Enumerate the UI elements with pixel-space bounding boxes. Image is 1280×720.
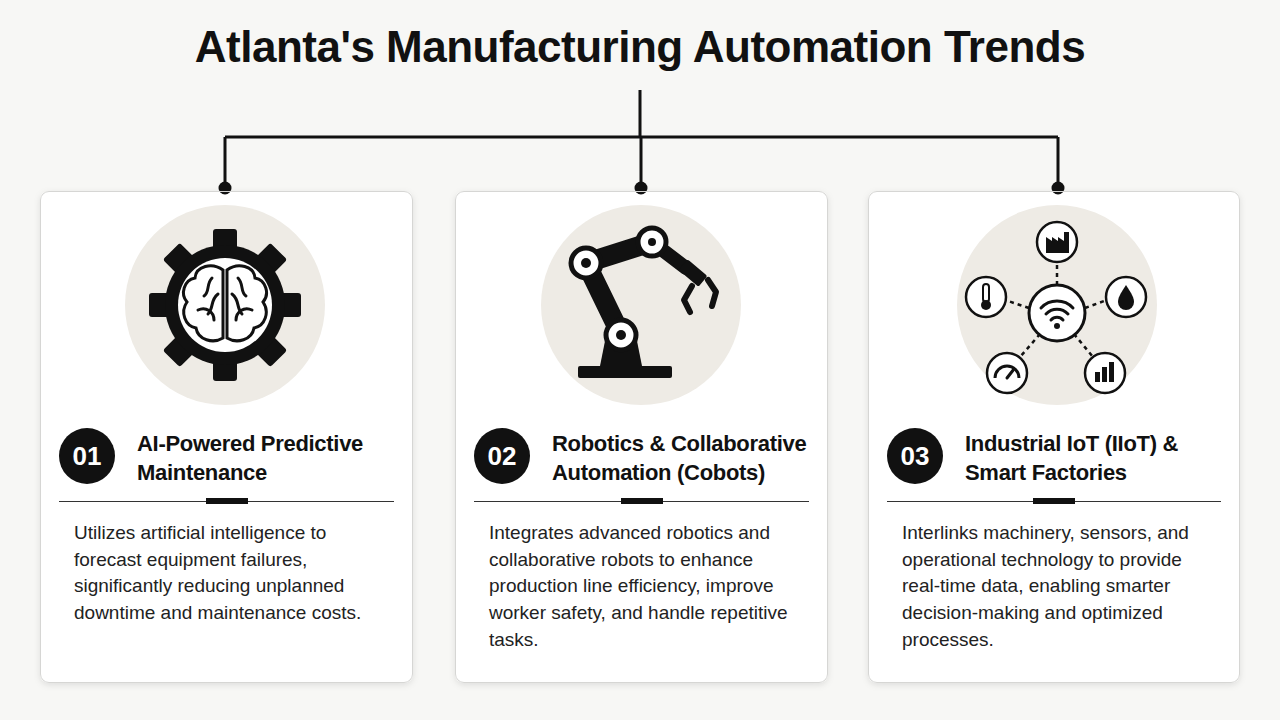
- card-heading: Industrial IoT (IIoT) & Smart Factories: [965, 430, 1227, 487]
- number-badge: 03: [887, 428, 943, 484]
- card-heading: Robotics & Collaborative Automation (Cob…: [552, 430, 815, 487]
- trend-card: Robotics & Collaborative Automation (Cob…: [455, 191, 828, 683]
- divider-bar: [1033, 498, 1075, 504]
- divider-line: [59, 501, 394, 502]
- diagram-title: Atlanta's Manufacturing Automation Trend…: [0, 22, 1280, 72]
- number-badge: 01: [59, 428, 115, 484]
- card-description: Utilizes artificial intelligence to fore…: [74, 520, 396, 626]
- gear-brain-icon: [125, 205, 325, 405]
- divider-line: [474, 501, 809, 502]
- callout-number: 03: [901, 441, 930, 472]
- callout-number: 02: [488, 441, 517, 472]
- card-heading: AI-Powered Predictive Maintenance: [137, 430, 400, 487]
- trend-card: Industrial IoT (IIoT) & Smart FactoriesI…: [868, 191, 1240, 683]
- card-description: Interlinks machinery, sensors, and opera…: [902, 520, 1223, 653]
- number-badge: 02: [474, 428, 530, 484]
- card-content: Robotics & Collaborative Automation (Cob…: [456, 192, 827, 653]
- iot-network-icon: [957, 205, 1157, 405]
- card-content: Industrial IoT (IIoT) & Smart FactoriesI…: [869, 192, 1239, 653]
- card-description: Integrates advanced robotics and collabo…: [489, 520, 811, 653]
- bracket: [219, 90, 1065, 195]
- robot-arm-icon: [541, 205, 741, 405]
- card-grounds: [40, 191, 1240, 683]
- divider-line: [887, 501, 1221, 502]
- card-content: AI-Powered Predictive MaintenanceUtilize…: [41, 192, 412, 627]
- divider-bar: [621, 498, 663, 504]
- trend-card: AI-Powered Predictive MaintenanceUtilize…: [40, 191, 413, 683]
- divider-bar: [206, 498, 248, 504]
- callout-number: 01: [73, 441, 102, 472]
